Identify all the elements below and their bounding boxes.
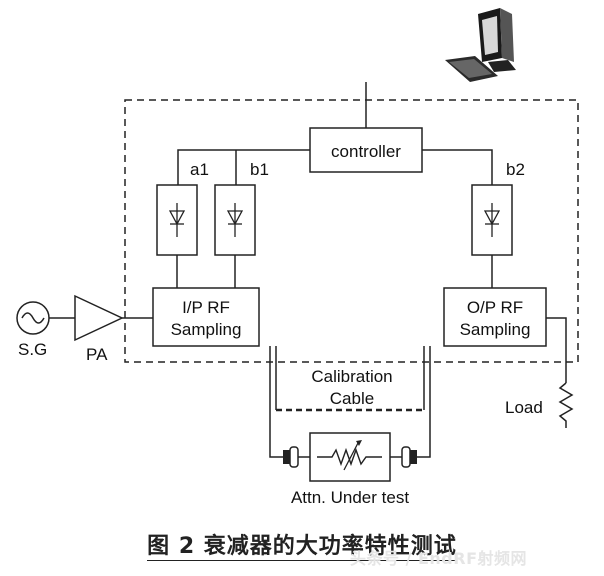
test-set-enclosure: [124, 99, 579, 363]
controller-box: controller: [309, 127, 423, 173]
label-b1: b1: [250, 160, 269, 179]
label-a1: a1: [190, 160, 209, 179]
load-wire: [546, 317, 567, 383]
watermark: 头条号 / EndRF射频网: [350, 549, 528, 568]
svg-text:I/P RF: I/P RF: [182, 298, 230, 317]
op-rf-sampling-box: O/P RF Sampling: [443, 287, 547, 347]
label-pa: PA: [86, 345, 108, 364]
figure-caption: 图 2 衰减器的大功率特性测试: [0, 528, 604, 561]
svg-text:Sampling: Sampling: [171, 320, 242, 339]
attenuator-box: [309, 432, 391, 482]
detector-b2: [471, 184, 513, 256]
caption-text: 图 2 衰减器的大功率特性测试: [147, 534, 457, 561]
label-sg: S.G: [18, 340, 47, 359]
bus-b2: [422, 149, 493, 185]
label-b2: b2: [506, 160, 525, 179]
signal-generator-symbol: [16, 301, 50, 335]
controller-label: controller: [331, 142, 401, 161]
detector-a1: [156, 184, 198, 256]
load-resistor-symbol: [558, 382, 574, 428]
label-calibration: Calibration: [311, 367, 392, 386]
label-load: Load: [505, 398, 543, 417]
input-cable: [269, 346, 283, 458]
detector-b1: [214, 184, 256, 256]
left-connector: [283, 446, 310, 468]
power-amplifier-symbol: [74, 294, 124, 342]
bus-a1: [177, 149, 310, 185]
label-calibration-cable: Cable: [330, 389, 374, 408]
svg-text:O/P RF: O/P RF: [467, 298, 523, 317]
ip-rf-sampling-box: I/P RF Sampling: [152, 287, 260, 347]
computer-icon: [445, 8, 516, 82]
label-dut: Attn. Under test: [291, 488, 409, 507]
output-cable: [417, 346, 431, 458]
right-connector: [390, 446, 417, 468]
svg-text:Sampling: Sampling: [460, 320, 531, 339]
